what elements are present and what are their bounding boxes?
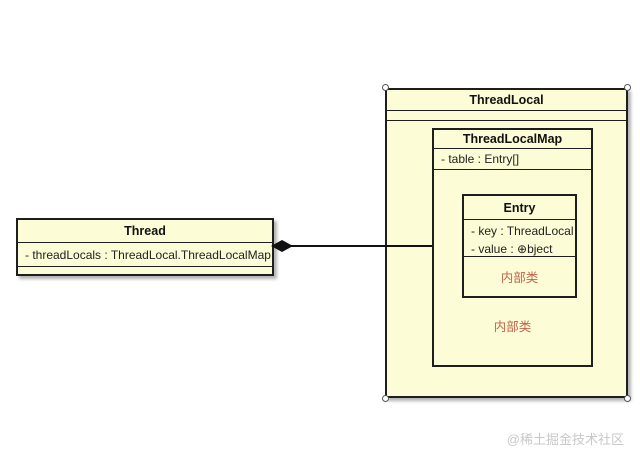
threadlocal-attributes-compartment	[387, 111, 626, 121]
inner-class-label: 内部类	[493, 320, 532, 334]
selection-handle-bottom-left[interactable]	[382, 395, 389, 402]
class-box-entry[interactable]: Entry - key : ThreadLocal - value : ⊕bje…	[462, 194, 577, 298]
composition-diamond-icon	[271, 240, 293, 252]
threadlocalmap-attributes-compartment: - table : Entry[]	[434, 149, 591, 170]
selection-handle-top-left[interactable]	[382, 84, 389, 91]
association-line[interactable]	[274, 245, 432, 247]
selection-handle-top-right[interactable]	[624, 84, 631, 91]
class-title-thread: Thread	[18, 220, 272, 243]
watermark: @稀土掘金技术社区	[506, 432, 624, 447]
attribute-threadlocals: - threadLocals : ThreadLocal.ThreadLocal…	[25, 247, 271, 262]
class-box-thread[interactable]: Thread - threadLocals : ThreadLocal.Thre…	[16, 218, 274, 276]
inner-class-label: 内部类	[500, 271, 539, 285]
class-title-threadlocalmap: ThreadLocalMap	[434, 130, 591, 149]
selection-handle-bottom-right[interactable]	[624, 395, 631, 402]
class-title-entry: Entry	[464, 196, 575, 220]
entry-attributes-compartment: - key : ThreadLocal - value : ⊕bject	[464, 220, 575, 257]
attribute-table: - table : Entry[]	[441, 152, 520, 166]
attribute-key: - key : ThreadLocal	[471, 224, 574, 238]
class-title-threadlocal: ThreadLocal	[387, 90, 626, 111]
thread-attributes-compartment: - threadLocals : ThreadLocal.ThreadLocal…	[18, 243, 272, 267]
entry-note-compartment: 内部类	[464, 257, 575, 296]
attribute-value: - value : ⊕bject	[471, 242, 553, 256]
thread-operations-compartment	[18, 267, 272, 274]
